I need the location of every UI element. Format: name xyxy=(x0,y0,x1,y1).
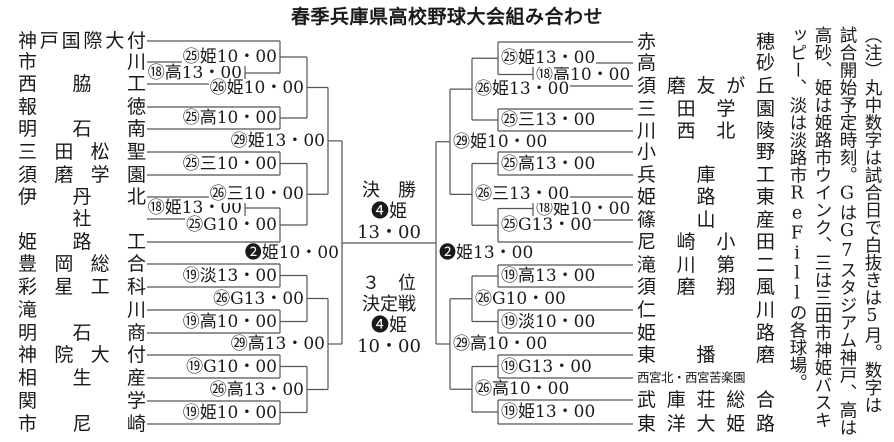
match-label: ㉖姫10・00 xyxy=(208,77,305,98)
match-label: ㉖G13・00 xyxy=(212,288,305,309)
team-name: 三田松聖 xyxy=(18,141,146,163)
note: （注）丸中数字は試合日で白抜きは5月。数字は 試合開始予定時刻。GはG7スタジア… xyxy=(784,26,884,436)
team-name: 姫路工 xyxy=(18,231,146,253)
note-line: 高砂、姫は姫路市ウインク、三は三田市神姫バスキ xyxy=(812,26,832,429)
match-label: ㉕姫10・00 xyxy=(181,47,278,67)
team-name: 神戸国際大付 xyxy=(18,30,146,52)
team-name: 須磨学園 xyxy=(18,164,146,186)
match-label: ⑱姫10・00 xyxy=(535,198,632,219)
team-name: 姫路東 xyxy=(637,186,775,208)
team-name: 滝川第二 xyxy=(637,254,775,276)
team-name: 川西北陵 xyxy=(637,120,775,142)
final-venue: ❹姫 xyxy=(371,201,407,222)
team-name: 報徳 xyxy=(18,96,146,118)
team-name: 市尼崎 xyxy=(18,413,146,435)
match-label: ㉕高13・00 xyxy=(500,153,597,174)
match-label: ㉕三10・00 xyxy=(181,153,278,174)
team-name: 三田学園 xyxy=(637,98,775,120)
team-name: 神院大付 xyxy=(18,344,146,366)
match-label: ⑲高13・00 xyxy=(500,266,597,286)
match-label: ㉕三13・00 xyxy=(500,110,597,130)
team-name: 姫路 xyxy=(637,322,775,344)
team-name: 明石商 xyxy=(18,322,146,344)
team-name: 西脇工 xyxy=(18,73,146,95)
match-label: ⑱姫13・00 xyxy=(146,198,243,218)
match-label: ㉕G13・00 xyxy=(500,215,593,236)
third-place-title-2: 決定戦 xyxy=(362,294,416,315)
match-label: ㉕G10・00 xyxy=(185,215,278,235)
match-label: ⑱高13・00 xyxy=(146,63,243,83)
match-label: ㉕姫13・00 xyxy=(500,48,597,69)
third-place-time: 10・00 xyxy=(357,336,421,357)
team-name: 武庫荘総合 xyxy=(637,389,775,411)
team-name: 須磨翔風 xyxy=(637,276,775,298)
match-label: ❷姫10・00 xyxy=(243,243,340,263)
note-line: 試合開始予定時刻。GはG7スタジアム神戸、高は xyxy=(837,26,857,436)
team-name: 明石南 xyxy=(18,118,146,140)
team-name: 彩星工科 xyxy=(18,276,146,298)
team-name: 市川 xyxy=(18,51,146,73)
third-place-venue: ❹姫 xyxy=(371,315,407,336)
team-name: 伊丹北 xyxy=(18,186,146,208)
match-label: ⑱高10・00 xyxy=(535,64,632,85)
team-name: 社 xyxy=(72,208,92,230)
match-label: ㉖三10・00 xyxy=(208,184,305,205)
match-label: ⑲G10・00 xyxy=(185,356,278,377)
match-label: ㉖高10・00 xyxy=(474,379,571,400)
team-name: 相生産 xyxy=(18,367,146,389)
match-label: ㉙高10・00 xyxy=(452,334,549,354)
note-line: （注）丸中数字は試合日で白抜きは5月。数字は xyxy=(862,26,882,414)
match-label: ❷姫13・00 xyxy=(438,243,535,263)
note-line: ッピー、淡は淡路市ReFillの各球場。 xyxy=(787,26,807,391)
match-label: ㉖G10・00 xyxy=(474,288,567,309)
match-label: ㉙高13・00 xyxy=(229,334,326,354)
match-label: ㉖三13・00 xyxy=(474,184,571,205)
match-label: ㉙姫10・00 xyxy=(452,131,549,152)
team-name: 東洋大姫路 xyxy=(637,413,775,435)
team-name: 赤穂 xyxy=(637,31,775,53)
team-name: 尼崎小田 xyxy=(637,231,775,253)
team-name: 豊岡総合 xyxy=(18,253,146,275)
final-title: 決 勝 xyxy=(362,180,416,201)
match-label: ㉖高13・00 xyxy=(208,379,305,400)
team-name: 篠山産 xyxy=(637,209,775,231)
match-label: ⑲淡10・00 xyxy=(500,311,597,332)
team-name: 仁川 xyxy=(637,299,775,321)
team-name: 須磨友が丘 xyxy=(637,75,775,97)
match-label: ⑲高10・00 xyxy=(181,311,278,332)
match-label: ㉙姫13・00 xyxy=(229,130,326,151)
match-label: ⑲淡13・00 xyxy=(181,265,278,286)
match-label: ⑲G13・00 xyxy=(500,356,593,377)
team-name: 高砂 xyxy=(637,52,775,74)
final-time: 13・00 xyxy=(357,222,421,243)
match-label: ㉕高10・00 xyxy=(181,108,278,128)
team-name: 小野 xyxy=(637,141,775,163)
team-name: 関学 xyxy=(18,390,146,412)
team-name: 西宮北・西宮苦楽園 xyxy=(637,370,746,385)
team-name: 兵庫工 xyxy=(637,164,775,186)
third-place-title: ３ 位 xyxy=(362,273,416,294)
page-title: 春季兵庫県高校野球大会組み合わせ xyxy=(290,6,603,28)
match-label: ㉖姫13・00 xyxy=(474,79,571,100)
team-name: 滝川 xyxy=(18,299,146,321)
team-name: 東播磨 xyxy=(637,344,775,366)
final-block: 決 勝 ❹姫 13・00 xyxy=(345,180,433,243)
match-label: ⑲姫13・00 xyxy=(500,402,597,422)
match-label: ⑲姫10・00 xyxy=(181,402,278,423)
third-place-block: ３ 位 決定戦 ❹姫 10・00 xyxy=(345,273,433,357)
